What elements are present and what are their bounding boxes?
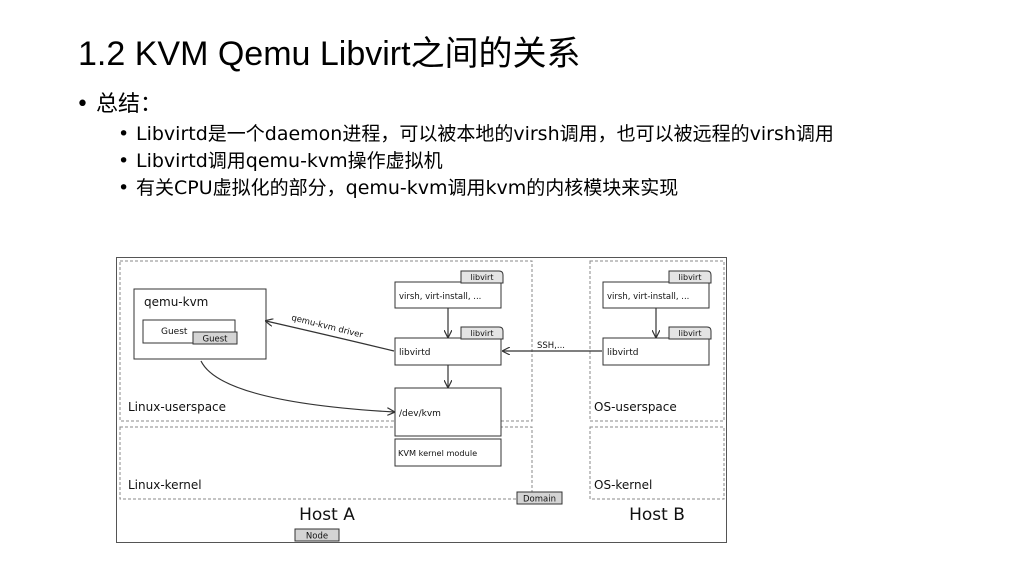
host-a-kernel-label: Linux-kernel [128, 478, 202, 492]
host-a-virsh-label: virsh, virt-install, ... [399, 292, 481, 302]
host-a-virsh-tag [460, 270, 504, 284]
guest-tag [192, 331, 238, 345]
host-a-libvirtd-tag [460, 326, 504, 340]
host-a-virsh-tag-label: libvirt [471, 273, 494, 282]
dev-kvm-label: /dev/kvm [399, 409, 441, 419]
node-tag [294, 528, 340, 542]
host-a-userspace-region [119, 260, 533, 422]
bullet-list: 总结： Libvirtd是一个daemon进程，可以被本地的virsh调用，也可… [76, 90, 976, 203]
arrow-qemu-to-devkvm [200, 360, 394, 412]
node-tag-label: Node [306, 532, 328, 542]
slide-title: 1.2 KVM Qemu Libvirt之间的关系 [78, 35, 581, 73]
dev-kvm-box [394, 387, 502, 437]
summary-heading: 总结： [76, 90, 976, 120]
host-a-name: Host A [299, 505, 355, 525]
host-b-userspace-label: OS-userspace [594, 400, 677, 414]
ssh-label: SSH,... [537, 341, 565, 351]
host-b-name: Host B [629, 505, 685, 525]
host-b-userspace-region [589, 260, 725, 422]
architecture-diagram: Linux-userspace Linux-kernel OS-userspac… [116, 257, 727, 543]
summary-point-libvirtd-qemu: Libvirtd调用qemu-kvm操作虚拟机 [118, 149, 976, 173]
domain-tag [516, 491, 563, 505]
domain-tag-label: Domain [523, 495, 556, 505]
host-b-libvirtd-box [602, 337, 710, 366]
host-a-libvirtd-label: libvirtd [399, 348, 430, 358]
host-b-libvirtd-tag-label: libvirt [679, 329, 702, 338]
qemu-kvm-label: qemu-kvm [144, 295, 208, 309]
kvm-kernel-module-label: KVM kernel module [398, 448, 477, 458]
host-b-kernel-label: OS-kernel [594, 478, 652, 492]
guest-label: Guest [161, 327, 188, 337]
guest-tag-label: Guest [203, 335, 229, 345]
host-a-kernel-region [119, 426, 533, 500]
host-b-libvirtd-label: libvirtd [607, 348, 638, 358]
host-a-userspace-label: Linux-userspace [128, 400, 226, 414]
kvm-kernel-module-box [394, 438, 502, 467]
host-b-virsh-tag-label: libvirt [679, 273, 702, 282]
host-b-virsh-tag [668, 270, 712, 284]
host-b-virsh-label: virsh, virt-install, ... [607, 292, 689, 302]
summary-point-libvirtd-daemon: Libvirtd是一个daemon进程，可以被本地的virsh调用，也可以被远程… [118, 122, 976, 146]
host-a-virsh-box [394, 281, 502, 309]
summary-point-cpu-virtualization: 有关CPU虚拟化的部分，qemu-kvm调用kvm的内核模块来实现 [118, 176, 976, 200]
host-a-libvirtd-tag-label: libvirt [471, 329, 494, 338]
arrow-qemu-kvm-driver [266, 321, 395, 352]
host-b-libvirtd-tag [668, 326, 712, 340]
summary-points: Libvirtd是一个daemon进程，可以被本地的virsh调用，也可以被远程… [118, 122, 976, 200]
host-b-kernel-region [589, 426, 725, 500]
